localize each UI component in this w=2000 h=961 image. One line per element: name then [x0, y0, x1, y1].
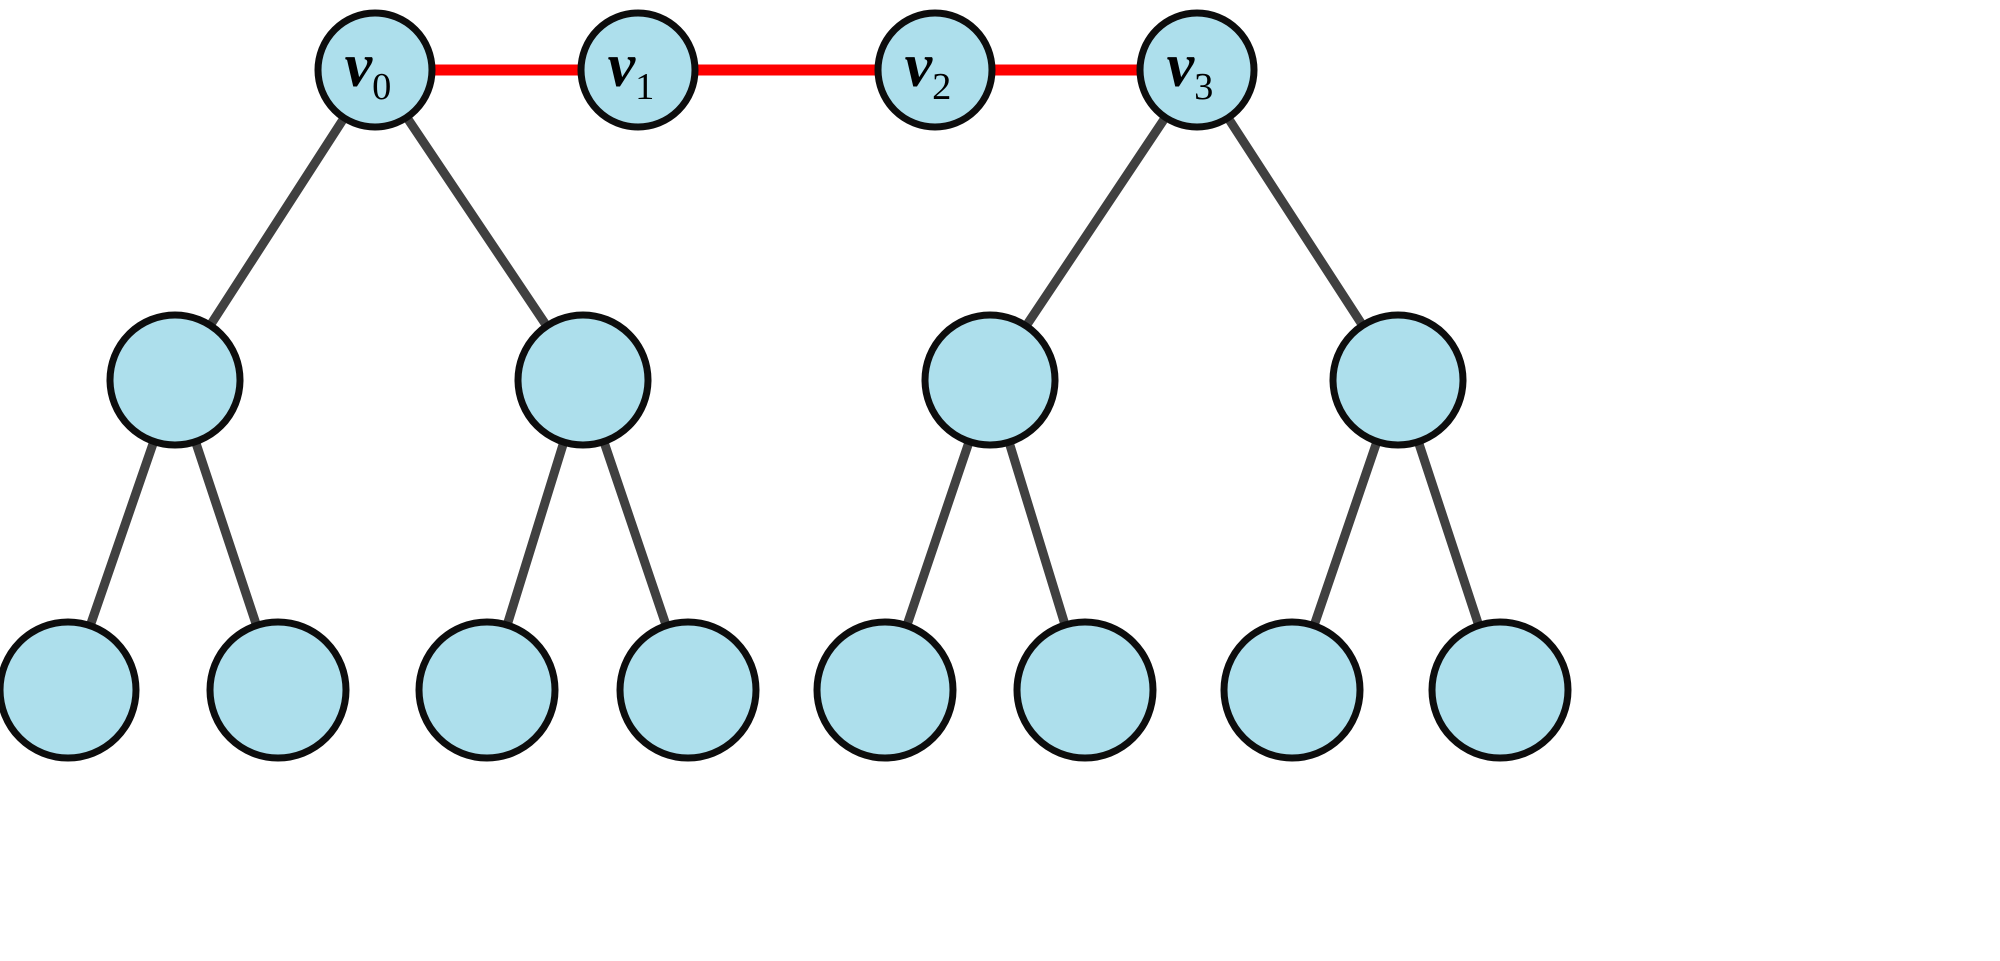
- tree-edge: [1308, 433, 1383, 634]
- tree-edge: [1221, 109, 1370, 334]
- node-circle: [415, 618, 559, 762]
- graph-node[interactable]: [1220, 618, 1364, 762]
- graph-node[interactable]: [415, 618, 559, 762]
- node-circle: [577, 9, 699, 131]
- graph-node[interactable]: [514, 311, 652, 449]
- node-circle: [1013, 618, 1157, 762]
- node-circle: [514, 311, 652, 449]
- tree-edge: [400, 109, 554, 334]
- node-circle: [0, 618, 140, 762]
- graph-node[interactable]: [921, 311, 1059, 449]
- tree-edge: [1412, 433, 1485, 634]
- tree-edge: [203, 110, 351, 334]
- tree-edge: [901, 433, 975, 634]
- graph-node[interactable]: [813, 618, 957, 762]
- node-circle: [206, 618, 350, 762]
- edge-layer: [84, 64, 1485, 635]
- node-circle: [1136, 9, 1258, 131]
- node-circle: [813, 618, 957, 762]
- node-label-v1: v1: [608, 32, 655, 108]
- tree-edge: [501, 433, 570, 634]
- node-circle: [106, 311, 244, 449]
- graph-node[interactable]: [1428, 618, 1572, 762]
- node-circle: [1428, 618, 1572, 762]
- node-circle: [314, 9, 436, 131]
- graph-node[interactable]: [1329, 311, 1467, 449]
- graph-node[interactable]: [0, 618, 140, 762]
- node-label-v2: v2: [905, 32, 952, 108]
- tree-edge: [1019, 109, 1173, 334]
- node-circle: [921, 311, 1059, 449]
- graph-node-v1[interactable]: v1: [577, 9, 699, 131]
- graph-node[interactable]: [616, 618, 760, 762]
- node-circle: [874, 9, 996, 131]
- tree-edge: [189, 433, 263, 634]
- tree-edge: [1003, 433, 1071, 634]
- node-layer: v0 v1 v2 v3: [0, 9, 1572, 762]
- graph-node[interactable]: [206, 618, 350, 762]
- node-label-v3: v3: [1167, 32, 1214, 108]
- graph-node-v2[interactable]: v2: [874, 9, 996, 131]
- graph-node-v3[interactable]: v3: [1136, 9, 1258, 131]
- node-circle: [1329, 311, 1467, 449]
- node-circle: [1220, 618, 1364, 762]
- graph-node[interactable]: [1013, 618, 1157, 762]
- node-label-v0: v0: [345, 32, 392, 108]
- tree-edge: [84, 433, 160, 635]
- tree-edge: [598, 433, 672, 634]
- graph-node[interactable]: [106, 311, 244, 449]
- node-circle: [616, 618, 760, 762]
- graph-node-v0[interactable]: v0: [314, 9, 436, 131]
